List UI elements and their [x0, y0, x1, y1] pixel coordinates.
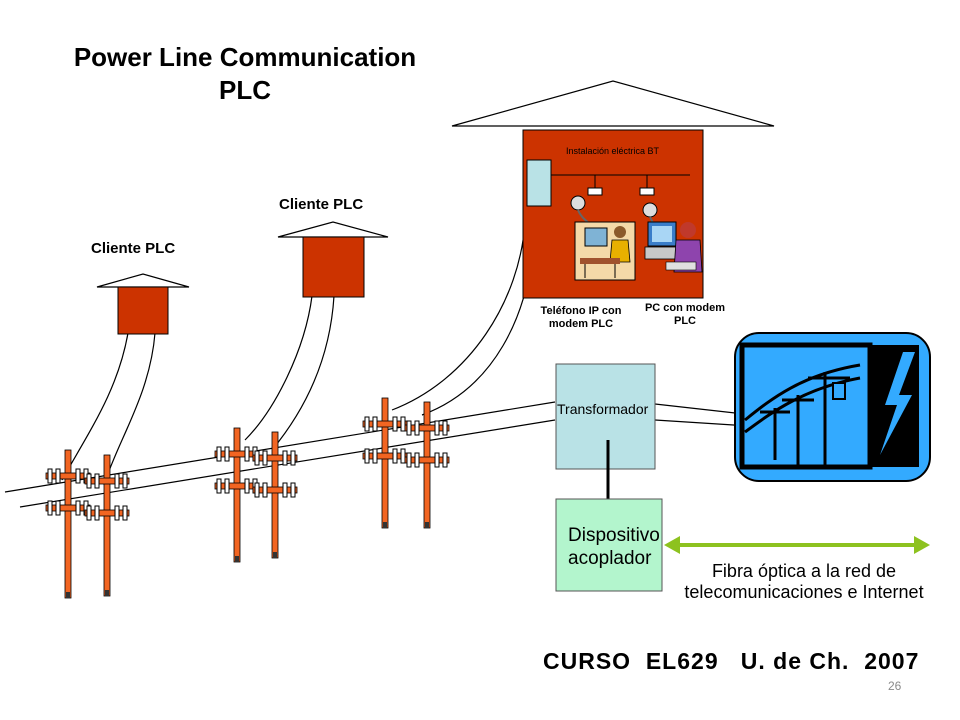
installation-label: Instalación eléctrica BT — [566, 146, 660, 156]
client-label-2: Cliente PLC — [279, 196, 364, 213]
page-number: 26 — [888, 679, 902, 693]
coupler-label-line-1: Dispositivo — [568, 525, 660, 546]
utility-pole-icon — [214, 427, 260, 563]
plug-icon — [570, 195, 596, 231]
transformer-label: Transformador — [557, 401, 649, 417]
fiber-label-line-2: telecomunicaciones e Internet — [684, 582, 924, 602]
phone-label-line-1: Teléfono IP con — [540, 305, 622, 317]
fiber-arrow — [664, 536, 930, 554]
person-at-computer-icon — [644, 221, 703, 273]
phone-label-line-2: modem PLC — [548, 318, 614, 330]
person-at-desk-icon — [574, 221, 636, 281]
coupler-label-line-2: acoplador — [568, 548, 652, 569]
pc-label-line-1: PC con modem — [644, 302, 726, 314]
client-house-1 — [96, 273, 190, 335]
main-house — [451, 80, 775, 299]
pc-label-line-2: PLC — [674, 315, 696, 327]
fiber-label-line-1: Fibra óptica a la red de — [711, 561, 897, 581]
utility-poles — [45, 397, 450, 599]
coupler-box — [555, 498, 663, 592]
transformer-box — [555, 363, 656, 470]
title-line-2: PLC — [219, 75, 271, 105]
utility-pole-icon — [45, 449, 91, 599]
client-label-1: Cliente PLC — [91, 240, 176, 257]
utility-pole-icon — [404, 401, 450, 529]
client-house-2 — [277, 221, 389, 298]
lightning-network-icon — [734, 332, 931, 482]
utility-pole-icon — [84, 454, 130, 597]
drop-cables — [61, 221, 536, 486]
course-footer: CURSO EL629 U. de Ch. 2007 — [543, 648, 920, 674]
utility-pole-icon — [252, 431, 298, 559]
title-line-1: Power Line Communication — [73, 42, 417, 72]
utility-pole-icon — [362, 397, 408, 529]
electrical-panel — [526, 159, 552, 207]
